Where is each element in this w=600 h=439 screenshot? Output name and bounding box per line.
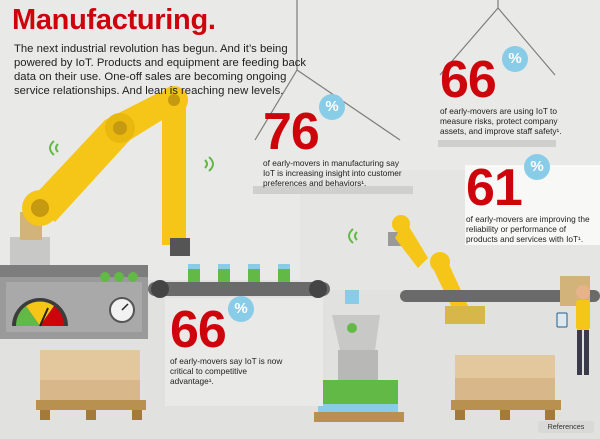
stat-number: 66 — [170, 301, 227, 359]
stat-description: of early-movers are improving the reliab… — [466, 214, 590, 244]
worker — [556, 285, 590, 375]
percent-badge: % — [502, 46, 528, 72]
stat-block: 76 % of early-movers in manufacturing sa… — [263, 94, 411, 188]
sign-board — [253, 186, 413, 194]
pallet — [314, 380, 404, 422]
stat-description: of early-movers in manufacturing say IoT… — [263, 158, 402, 188]
stat-block: 61 % of early-movers are improving the r… — [466, 154, 594, 244]
control-cabinet — [0, 265, 148, 339]
percent-badge: % — [319, 94, 345, 120]
robot-arm-icon — [10, 86, 190, 265]
wifi-signal-icon — [49, 140, 358, 244]
conveyor-belt — [148, 264, 330, 298]
stat-description: of early-movers are using IoT to measure… — [440, 106, 562, 136]
robot-arm-icon — [388, 215, 485, 324]
stat-number: 76 — [263, 103, 320, 161]
intro-paragraph: The next industrial revolution has begun… — [14, 43, 307, 97]
hopper — [332, 290, 380, 394]
page-title: Manufacturing. — [12, 4, 216, 36]
stat-block: 66 % of early-movers are using IoT to me… — [440, 46, 564, 136]
tablet-icon — [556, 312, 568, 328]
stat-number: 61 — [466, 159, 523, 217]
pallet — [451, 355, 561, 420]
stat-description: of early-movers say IoT is now critical … — [170, 356, 283, 386]
stat-number: 66 — [440, 51, 497, 109]
pallet — [36, 350, 146, 420]
references-button[interactable]: References — [538, 421, 594, 433]
stat-block: 66 % of early-movers say IoT is now crit… — [170, 296, 288, 386]
sign-board — [438, 140, 556, 147]
percent-badge: % — [524, 154, 550, 180]
percent-badge: % — [228, 296, 254, 322]
hanging-cables — [254, 0, 556, 141]
